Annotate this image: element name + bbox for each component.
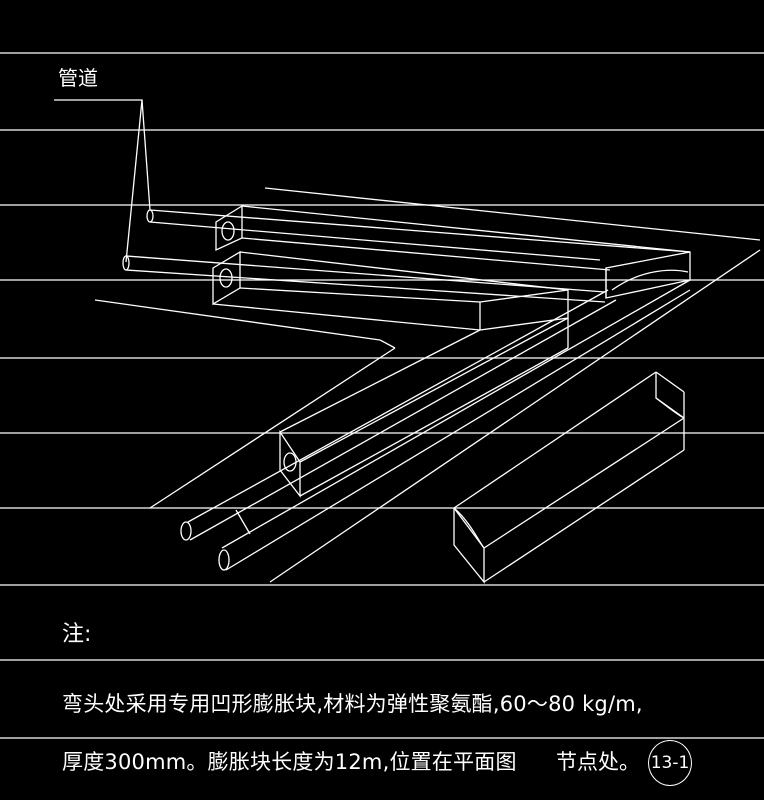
lower-pipe: [122, 255, 606, 303]
pipe-leader-line: [54, 99, 151, 263]
trench-outline: [94, 187, 761, 583]
guide-lines: [0, 52, 764, 739]
concave-expansion-block-detail: [453, 371, 685, 584]
diagonal-pipe-run: [180, 279, 691, 571]
pipe-label: 管道: [58, 66, 98, 90]
note-line-2: 厚度300mm。膨胀块长度为12m,位置在平面图: [62, 750, 517, 774]
upper-pipe: [146, 209, 691, 261]
note-suffix: 节点处。: [556, 750, 640, 774]
detail-reference-bubble: 13-1: [648, 740, 692, 786]
note-title: 注:: [62, 622, 92, 647]
note-line-1: 弯头处采用专用凹形膨胀块,材料为弹性聚氨酯,60～80 kg/m,: [62, 692, 643, 716]
expansion-block-lower: [212, 250, 569, 331]
corner-expansion-box: [605, 251, 691, 299]
expansion-block-upper: [215, 204, 691, 271]
